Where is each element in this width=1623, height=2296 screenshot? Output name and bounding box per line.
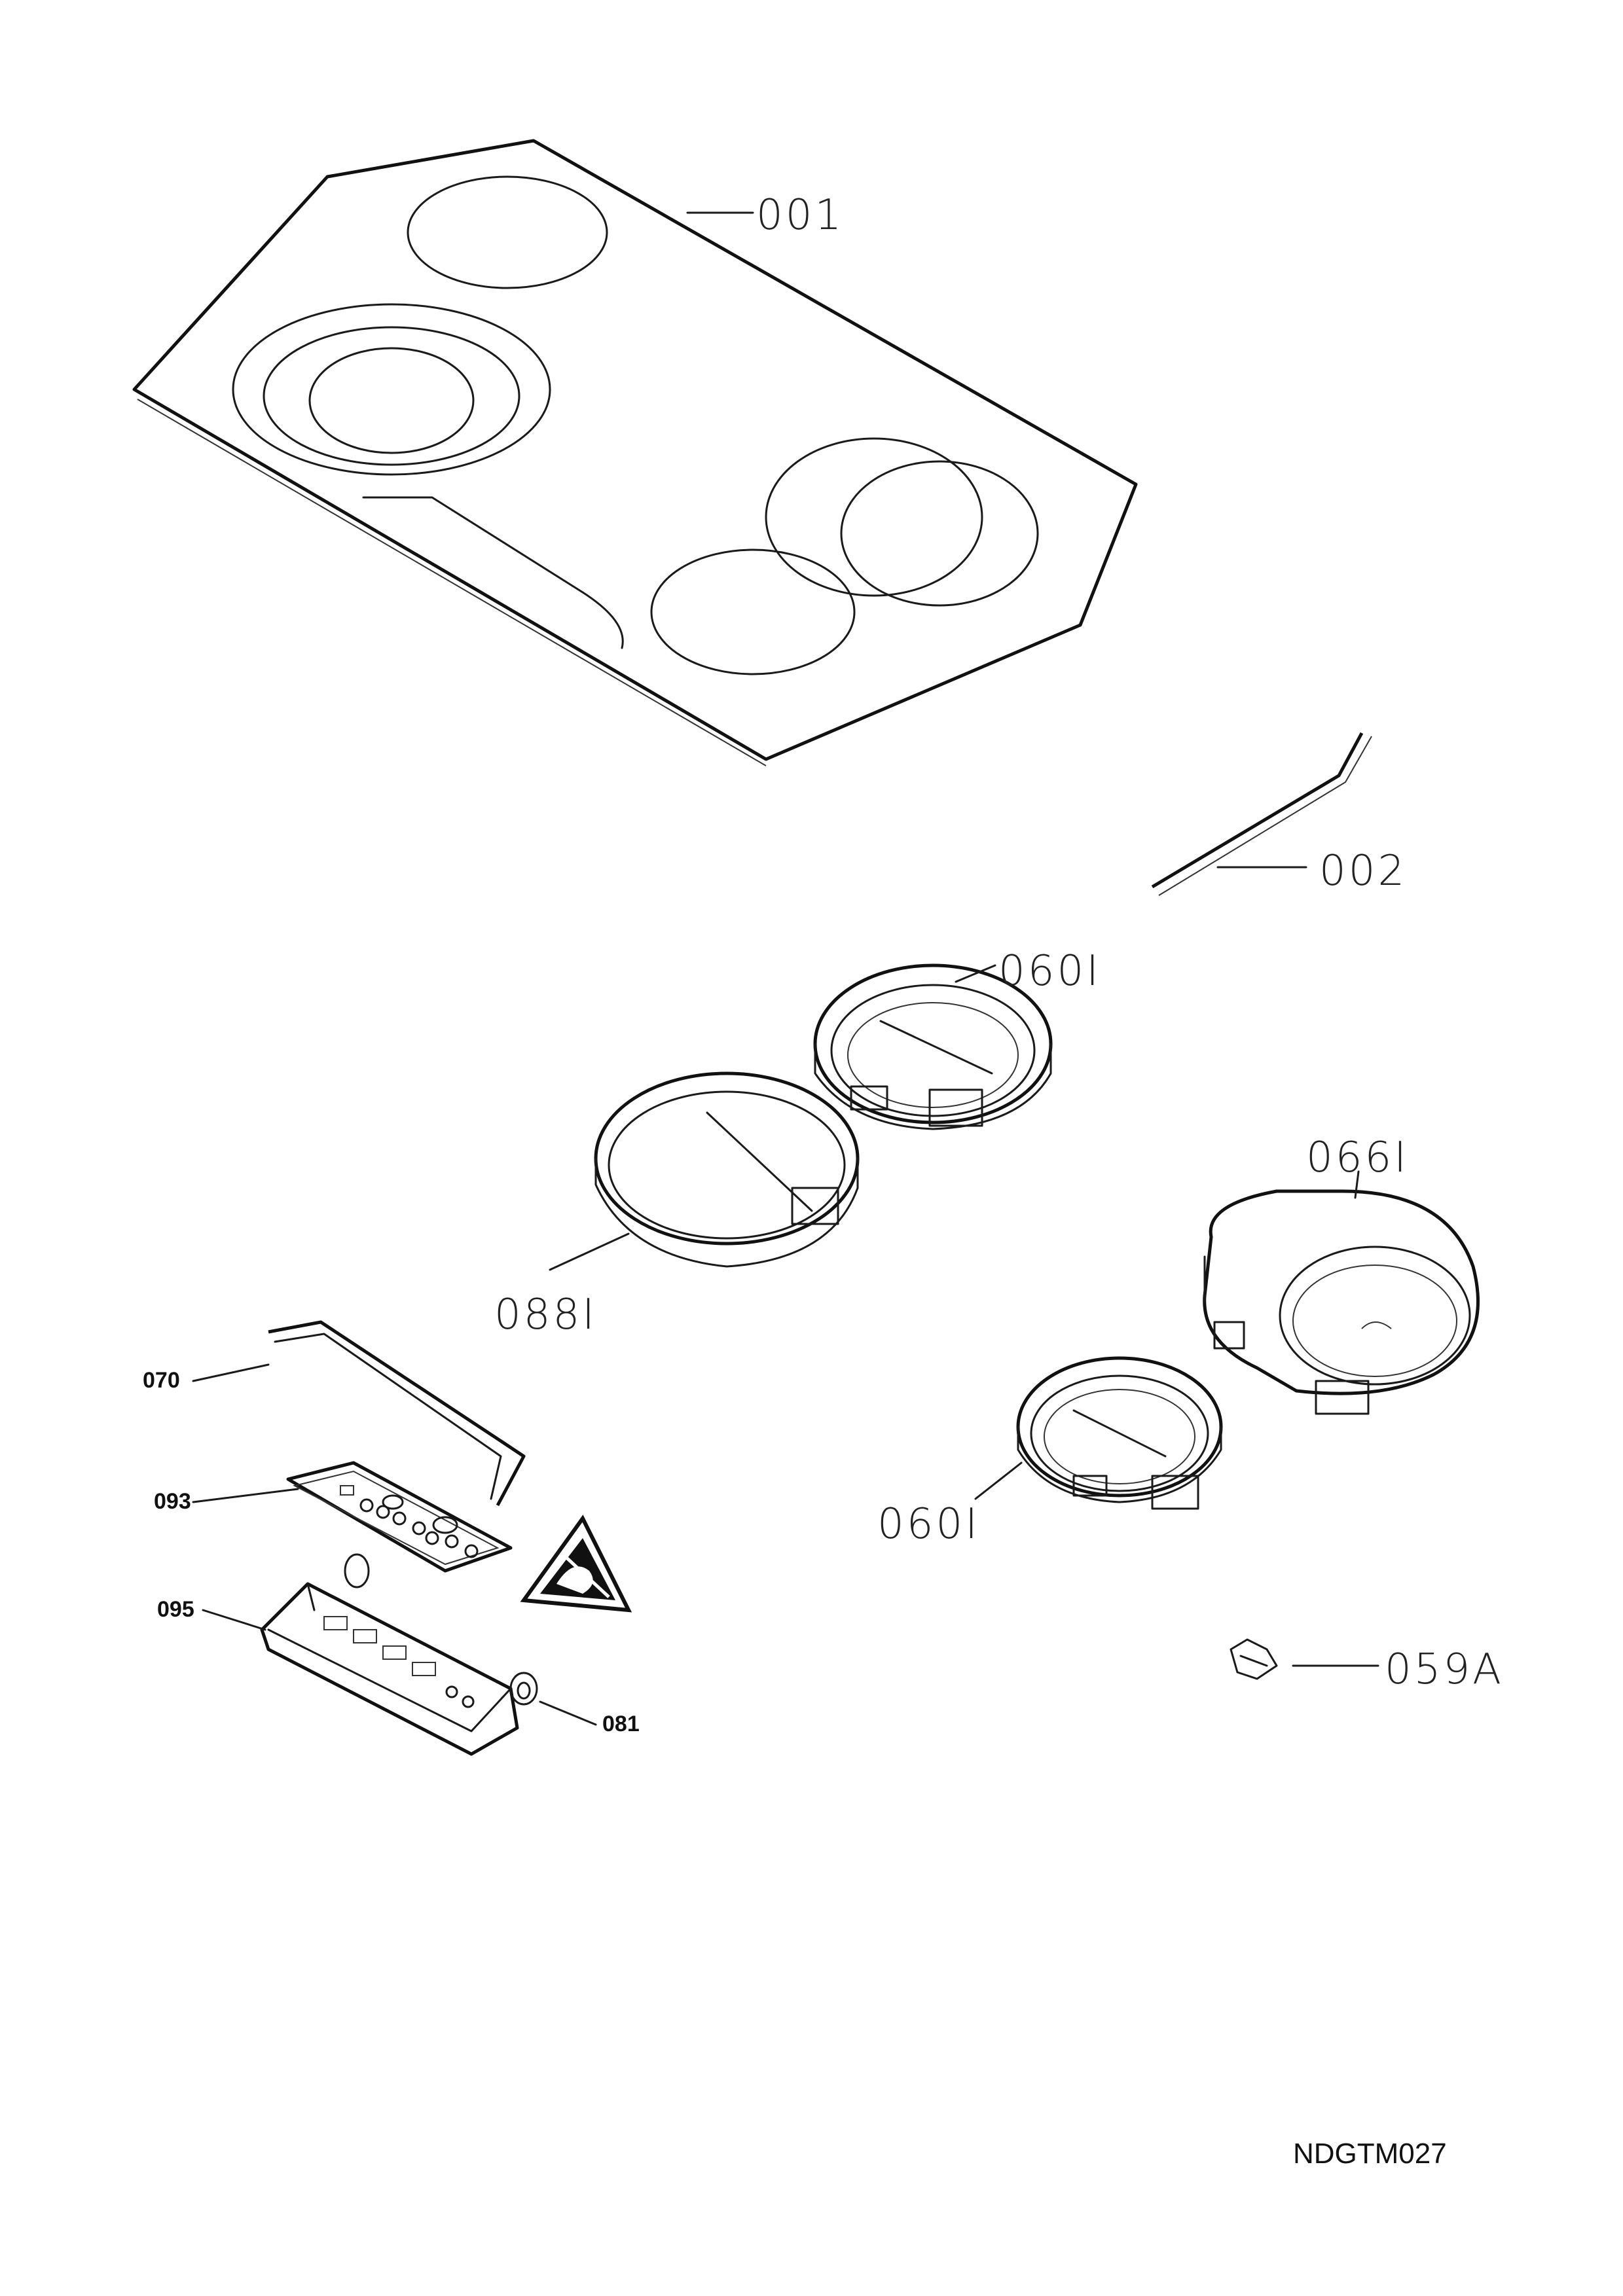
radiant-heater-part-lower <box>974 1356 1223 1510</box>
connector-part <box>1230 1638 1379 1680</box>
control-board-part <box>192 1461 513 1573</box>
part-label-060I-upper: 060I <box>998 947 1101 996</box>
glass-cooktop-part <box>132 139 1138 766</box>
part-label-088I: 088I <box>494 1291 597 1339</box>
grommet-part <box>509 1672 597 1726</box>
drawing-code: NDGTM027 <box>1293 2138 1447 2170</box>
part-label-093: 093 <box>154 1489 191 1514</box>
part-label-060I-lower: 060I <box>877 1500 980 1549</box>
part-label-001: 001 <box>756 191 844 240</box>
large-radiant-heater-part <box>549 1071 860 1271</box>
part-label-059A: 059A <box>1385 1645 1504 1694</box>
control-housing-part <box>202 1553 519 1756</box>
part-label-070: 070 <box>143 1368 180 1393</box>
part-label-002: 002 <box>1319 847 1407 895</box>
part-label-066I: 066I <box>1306 1134 1409 1182</box>
cable-frame-part <box>192 1320 526 1507</box>
part-label-081: 081 <box>602 1712 640 1736</box>
part-label-095: 095 <box>157 1597 194 1622</box>
seal-strip-part <box>1151 732 1372 896</box>
oval-heater-part <box>1203 1170 1480 1415</box>
radiant-heater-part-upper <box>813 963 1053 1130</box>
esd-warning-icon <box>520 1515 632 1613</box>
